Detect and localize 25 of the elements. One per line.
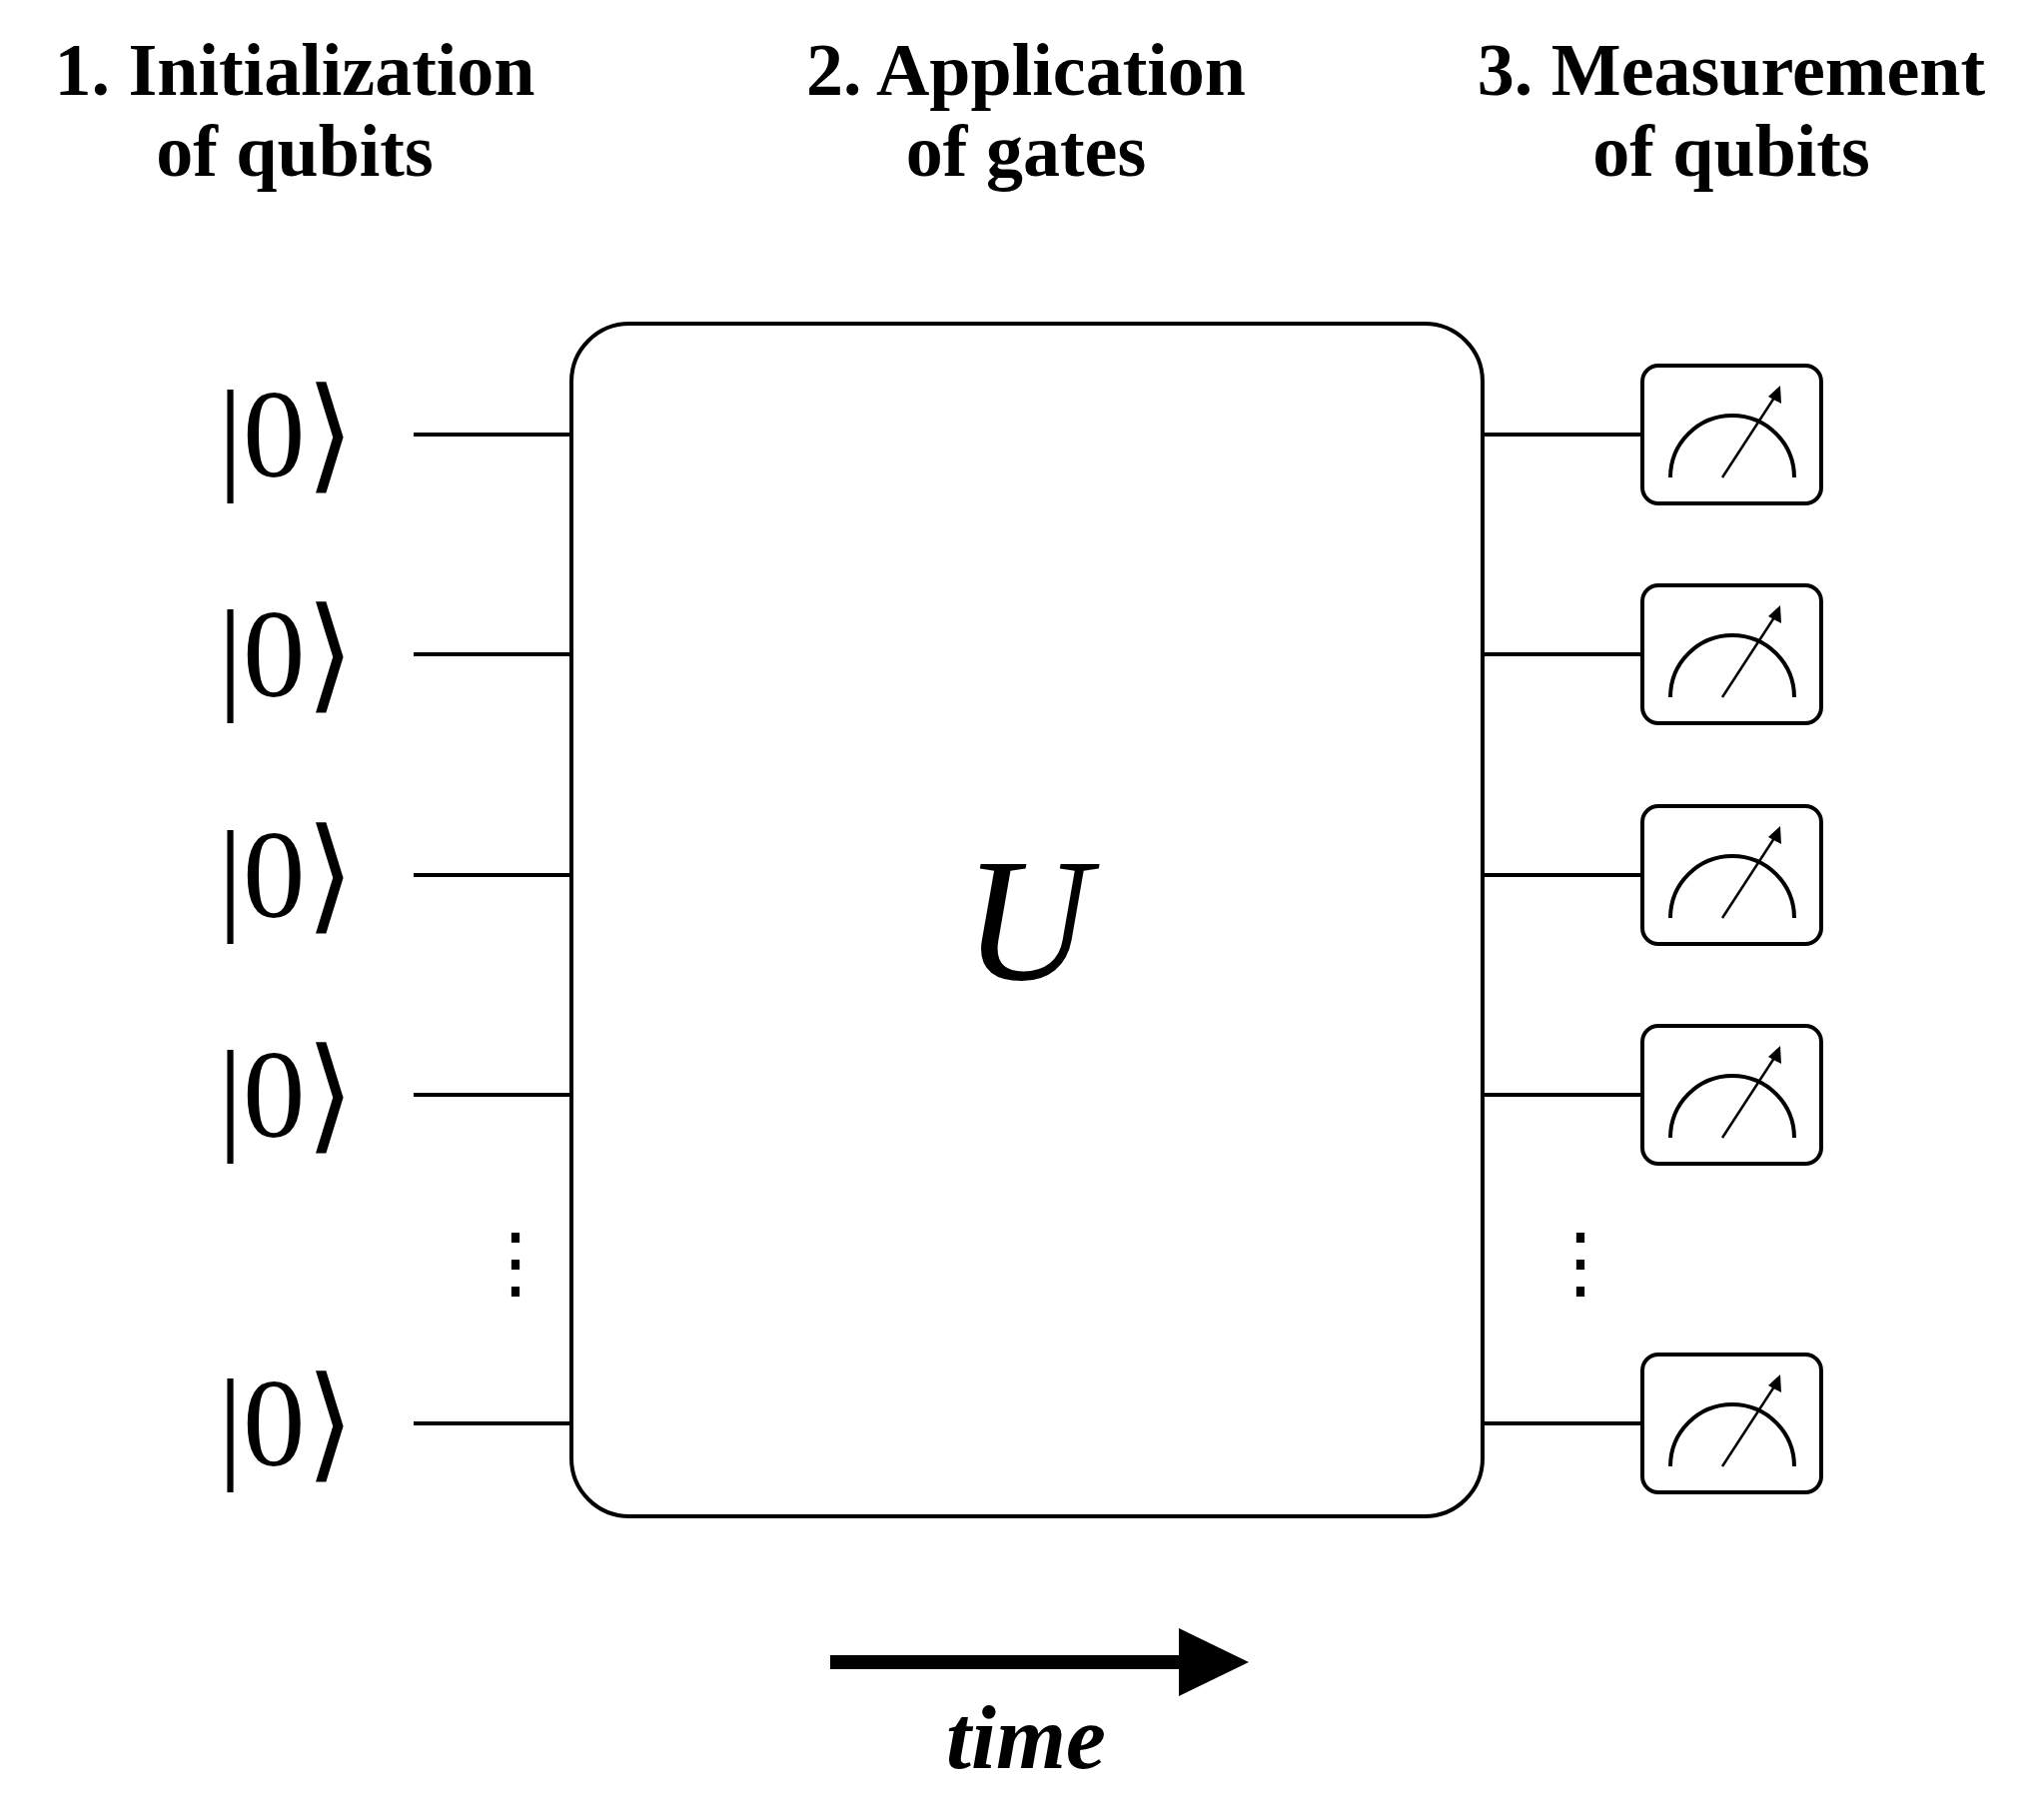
qubit-wire [1485, 652, 1640, 656]
qubit-wire [1485, 1421, 1640, 1425]
qubit-wire [1485, 433, 1640, 437]
qubit-wire [414, 433, 569, 437]
qubit-wire [414, 652, 569, 656]
measurement-box [1640, 583, 1823, 725]
stage-heading: 1. Initialization of qubits [53, 30, 536, 193]
qubit-wire [1485, 1093, 1640, 1097]
measurement-box [1640, 364, 1823, 505]
qubit-wire [1485, 873, 1640, 877]
stage-heading: 3. Measurement of qubits [1476, 30, 1987, 193]
measurement-box [1640, 804, 1823, 946]
ket-label: |0⟩ [218, 586, 414, 722]
measurement-box [1640, 1353, 1823, 1494]
ket-label: |0⟩ [218, 367, 414, 502]
ket-label: |0⟩ [218, 807, 414, 943]
time-label: time [945, 1688, 1107, 1787]
ket-label: |0⟩ [218, 1027, 414, 1163]
qubit-wire [414, 1421, 569, 1425]
measurement-box [1640, 1024, 1823, 1166]
gate-box: U [569, 322, 1485, 1518]
ket-label: |0⟩ [218, 1356, 414, 1491]
qubit-wire [414, 1093, 569, 1097]
qubit-wire [414, 873, 569, 877]
stage-heading: 2. Application of gates [805, 30, 1247, 193]
